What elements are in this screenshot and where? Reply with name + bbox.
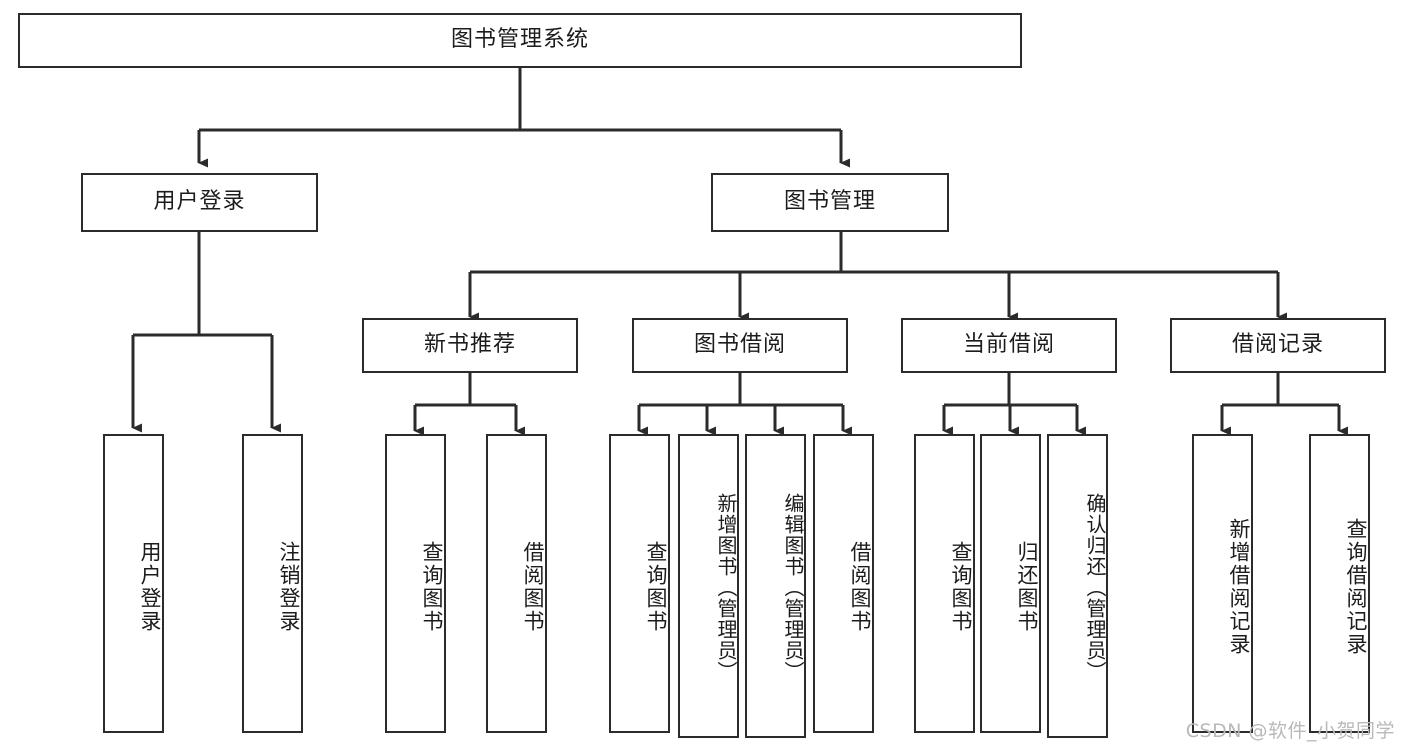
node-leaf-add-borrow-record-label: 新增借阅记录 <box>1227 517 1251 656</box>
node-leaf-add-borrow-record[interactable]: 新增借阅记录 <box>1192 434 1253 733</box>
node-leaf-add-book-admin[interactable]: 新增图书（管理员） <box>678 434 739 738</box>
node-leaf-borrow-book-1-label: 借阅图书 <box>521 540 545 633</box>
node-leaf-user-login[interactable]: 用户登录 <box>103 434 164 733</box>
node-new-book-recommend-label: 新书推荐 <box>423 332 516 358</box>
node-leaf-edit-book-admin-label: 编辑图书（管理员） <box>781 492 805 682</box>
node-leaf-user-login-label: 用户登录 <box>138 540 162 633</box>
node-leaf-logout-login[interactable]: 注销登录 <box>242 434 303 733</box>
node-leaf-confirm-return-admin-label: 确认归还（管理员） <box>1083 492 1107 682</box>
node-borrow-record[interactable]: 借阅记录 <box>1170 318 1386 373</box>
node-book-borrow[interactable]: 图书借阅 <box>632 318 848 373</box>
node-leaf-logout-login-label: 注销登录 <box>277 540 301 633</box>
node-leaf-query-borrow-record-label: 查询借阅记录 <box>1344 517 1368 656</box>
node-leaf-query-book-3-label: 查询图书 <box>949 540 973 633</box>
node-leaf-query-book-3[interactable]: 查询图书 <box>914 434 975 733</box>
node-user-login[interactable]: 用户登录 <box>81 173 318 232</box>
node-current-borrow[interactable]: 当前借阅 <box>901 318 1117 373</box>
node-leaf-borrow-book-1[interactable]: 借阅图书 <box>486 434 547 733</box>
node-leaf-return-book-label: 归还图书 <box>1015 540 1039 633</box>
node-book-management-label: 图书管理 <box>783 189 876 215</box>
node-borrow-record-label: 借阅记录 <box>1231 332 1324 358</box>
node-leaf-borrow-book-2-label: 借阅图书 <box>848 540 872 633</box>
node-book-borrow-label: 图书借阅 <box>693 332 786 358</box>
node-book-management[interactable]: 图书管理 <box>711 173 949 232</box>
node-leaf-query-book-1[interactable]: 查询图书 <box>385 434 446 733</box>
node-root[interactable]: 图书管理系统 <box>18 13 1022 68</box>
node-leaf-query-borrow-record[interactable]: 查询借阅记录 <box>1309 434 1370 733</box>
node-root-label: 图书管理系统 <box>450 27 589 53</box>
node-leaf-add-book-admin-label: 新增图书（管理员） <box>714 492 738 682</box>
node-leaf-query-book-2[interactable]: 查询图书 <box>609 434 670 733</box>
node-leaf-confirm-return-admin[interactable]: 确认归还（管理员） <box>1047 434 1108 738</box>
node-new-book-recommend[interactable]: 新书推荐 <box>362 318 578 373</box>
node-user-login-label: 用户登录 <box>153 189 246 215</box>
node-leaf-query-book-2-label: 查询图书 <box>644 540 668 633</box>
node-leaf-query-book-1-label: 查询图书 <box>420 540 444 633</box>
node-leaf-return-book[interactable]: 归还图书 <box>980 434 1041 733</box>
node-current-borrow-label: 当前借阅 <box>962 332 1055 358</box>
node-leaf-borrow-book-2[interactable]: 借阅图书 <box>813 434 874 733</box>
node-leaf-edit-book-admin[interactable]: 编辑图书（管理员） <box>745 434 806 738</box>
